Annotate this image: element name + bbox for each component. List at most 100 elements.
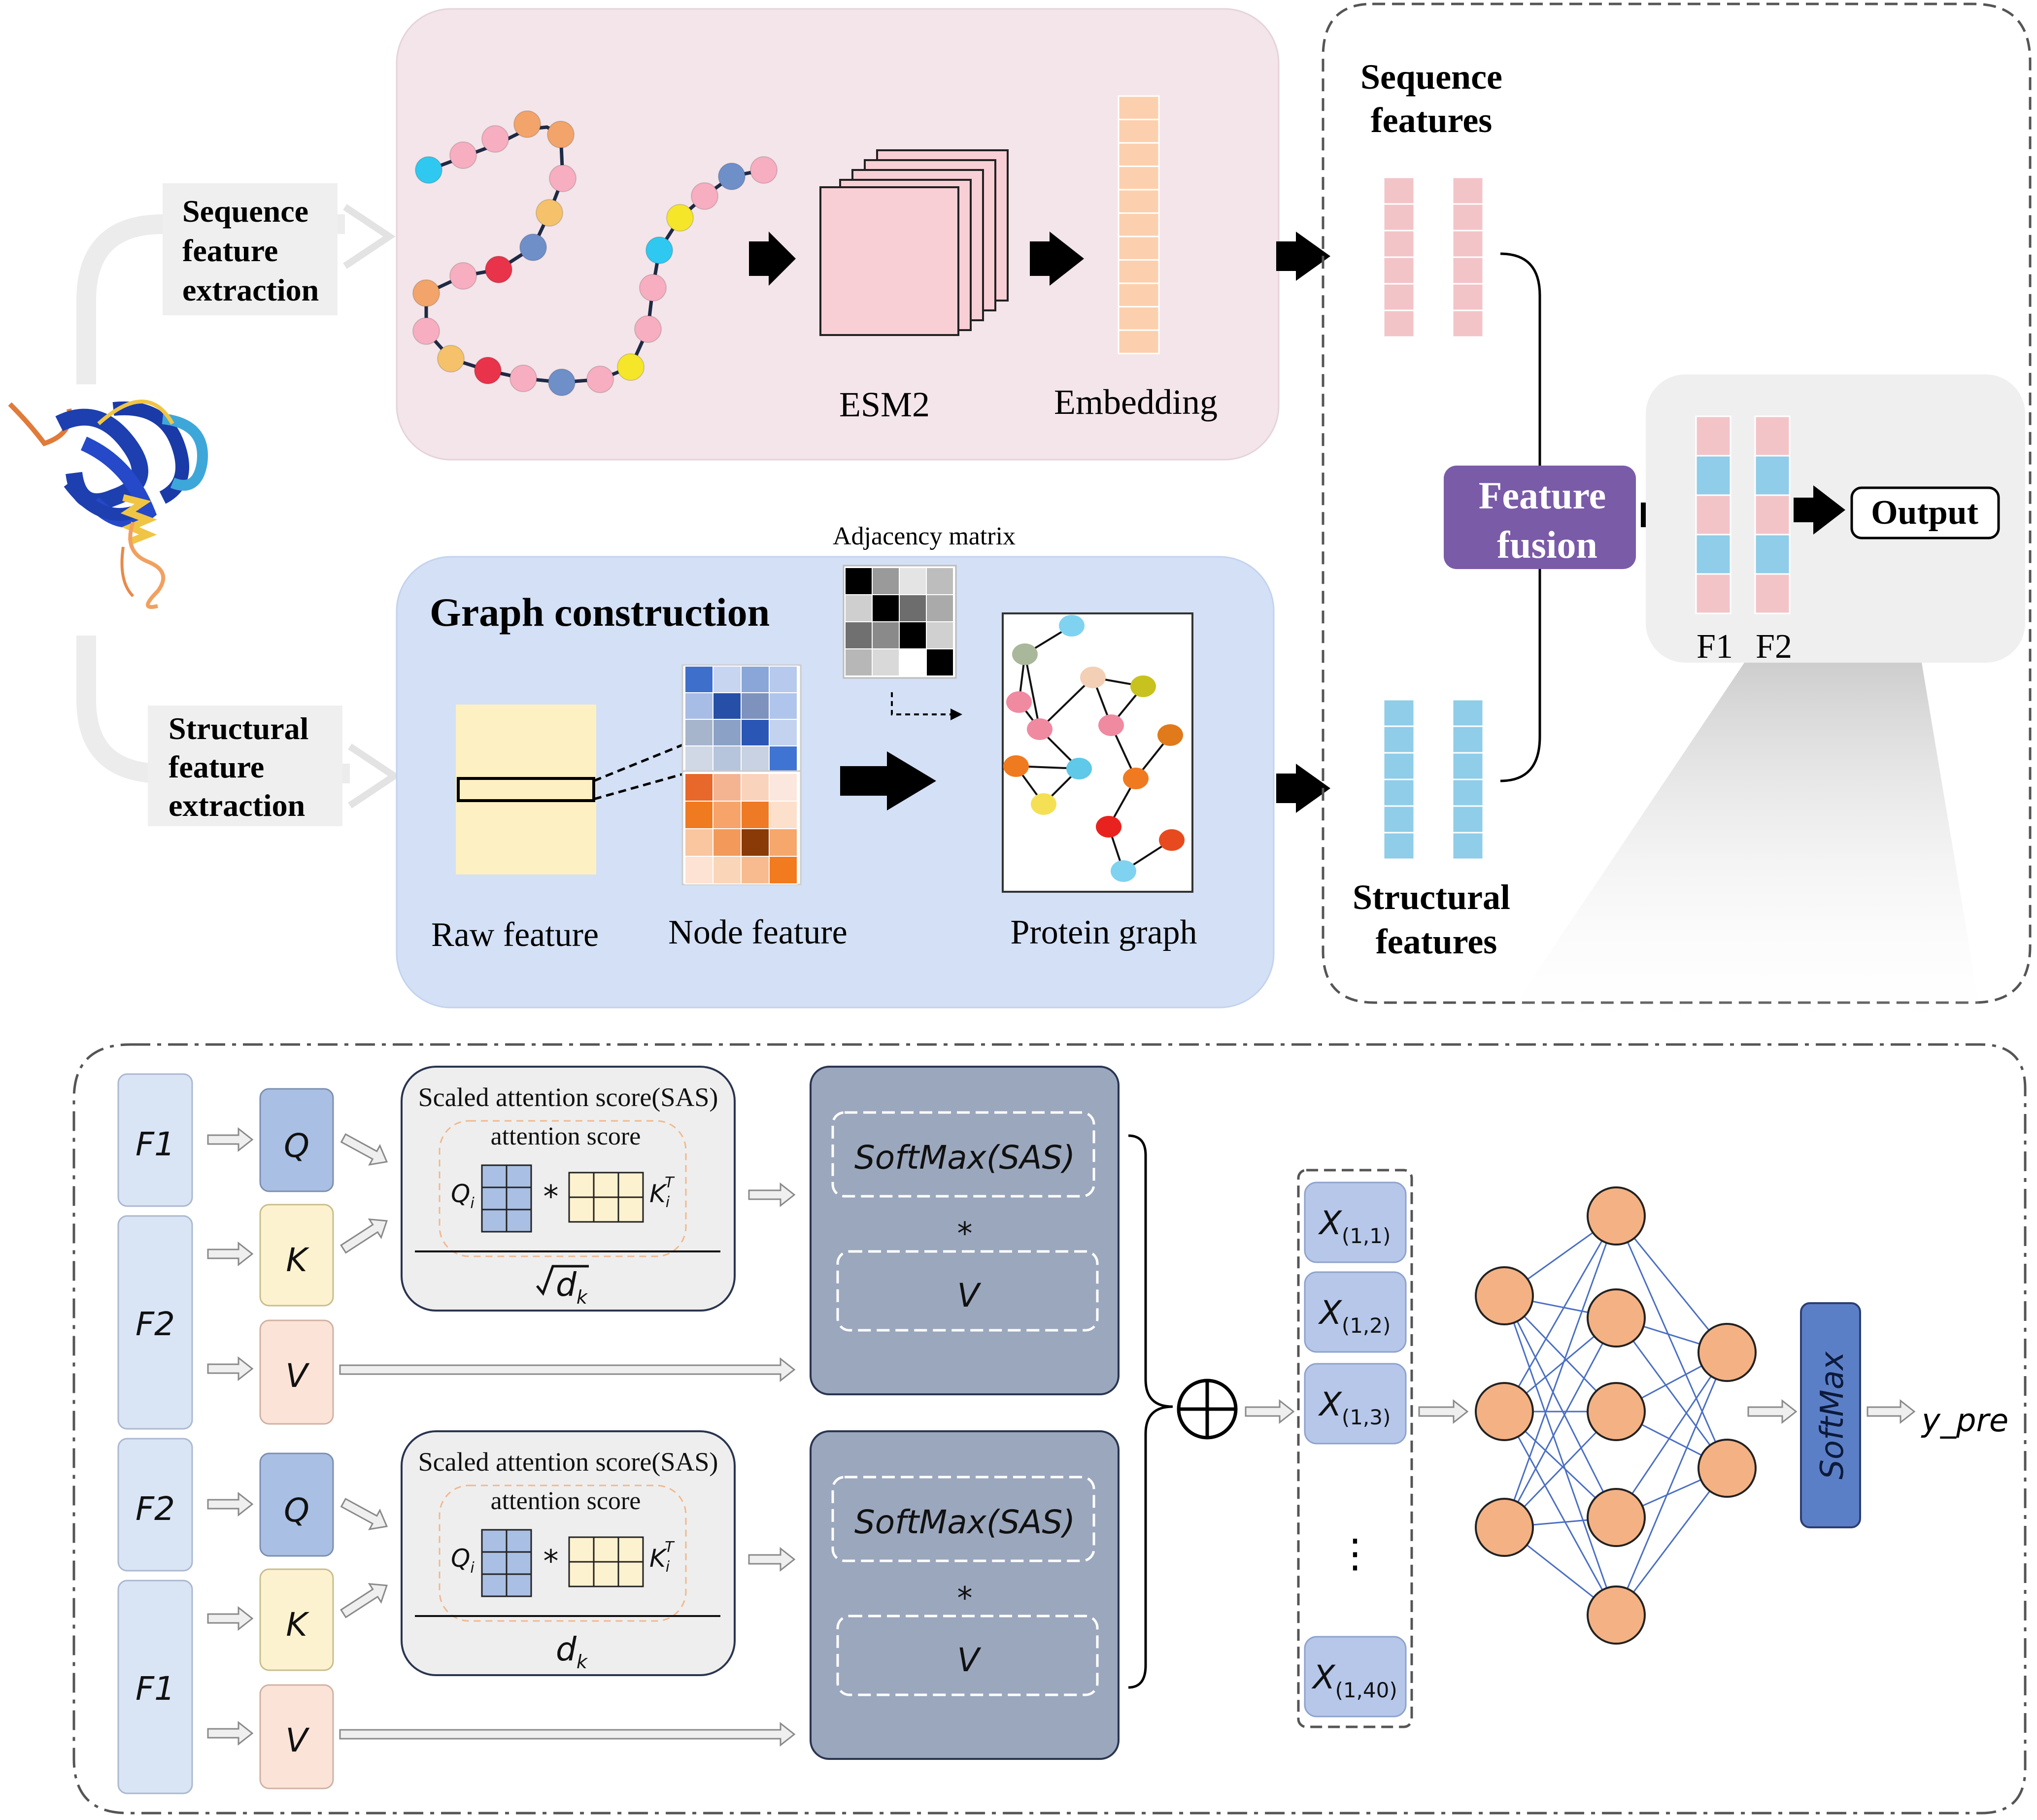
y-pre-label: y_pre: [1921, 1403, 2008, 1439]
sequence-feature-cell: [1383, 256, 1415, 285]
qi-subscript: i: [470, 1195, 475, 1212]
arrow-softmax-to-output: [1867, 1399, 1916, 1424]
graph-node: [1066, 758, 1092, 779]
embedding-cell: [1118, 212, 1160, 237]
node-feature-matrix: [681, 664, 802, 885]
node-cell-orange: [769, 828, 798, 857]
graph-node: [1080, 667, 1106, 688]
graph-node: [1059, 615, 1085, 637]
k-label: K: [286, 1606, 309, 1644]
node-cell-blue: [684, 719, 713, 746]
arrow-sas-to-softmax: [748, 1547, 796, 1572]
sequence-features-line-2: features: [1371, 101, 1493, 140]
structural-feature-cell: [1452, 778, 1484, 807]
arrow-to-output: [1794, 485, 1845, 535]
arrow-sas-to-softmax: [748, 1182, 796, 1208]
nn-edge: [1503, 1215, 1617, 1528]
projection-line-bottom: [593, 772, 685, 801]
arrow-mlp-to-softmax: [1747, 1399, 1798, 1424]
v-inner-label: V: [957, 1277, 981, 1314]
nn-edge: [1615, 1468, 1728, 1616]
sequence-flow-arrow: [76, 214, 345, 384]
v-inner-frame: [836, 1615, 1099, 1696]
node-cell-blue: [741, 692, 770, 720]
amino-acid-bead: [519, 234, 547, 261]
sequence-feature-cell: [1452, 203, 1484, 232]
sequence-feature-cell: [1383, 230, 1415, 258]
ki-superscript: T: [665, 1539, 675, 1556]
nn-node: [1587, 1186, 1646, 1246]
nn-edge: [1615, 1352, 1728, 1616]
amino-acid-bead: [474, 357, 502, 384]
input-a-box: [117, 1438, 193, 1572]
arrow-fa-to-q: [207, 1491, 254, 1517]
sqrt-symbol: [536, 1265, 589, 1296]
f1-f2-bars: [1695, 415, 1791, 614]
node-cell-orange: [741, 856, 770, 884]
graph-node: [1003, 755, 1029, 777]
feature-fusion-line-2: fusion: [1497, 523, 1597, 566]
ki-superscript: T: [665, 1174, 675, 1191]
times-symbol: *: [543, 1543, 559, 1579]
sequence-feature-cell: [1452, 256, 1484, 285]
amino-acid-bead: [666, 204, 694, 232]
graph-node: [1006, 691, 1032, 713]
adjacency-cell: [845, 648, 873, 676]
x-item-subscript: (1,40): [1335, 1678, 1397, 1702]
softmax-box: [810, 1066, 1120, 1395]
amino-acid-bead: [691, 182, 718, 210]
nn-edge: [1503, 1317, 1617, 1528]
graph-edge: [1024, 654, 1041, 730]
node-cell-orange: [713, 828, 742, 857]
f-bar-cell: [1754, 415, 1791, 457]
v-label: V: [285, 1357, 309, 1395]
graph-node: [1098, 714, 1124, 736]
amino-acid-beads: [412, 110, 778, 396]
softmax-vertical-box: [1800, 1302, 1861, 1528]
x-item-box: [1304, 1636, 1407, 1718]
node-cell-orange: [741, 801, 770, 829]
protein-graph-label: Protein graph: [1010, 913, 1197, 951]
f1-f2-region: [1646, 374, 2025, 663]
sequence-flow-arrowhead: [343, 204, 396, 269]
structural-feature-cell: [1383, 778, 1415, 807]
nn-edge: [1615, 1352, 1728, 1518]
arrow-v-to-softmax: [339, 1357, 796, 1382]
graph-node: [1096, 816, 1121, 838]
node-cell-blue: [684, 666, 713, 693]
embedding-cell: [1118, 142, 1160, 167]
x-item-box: [1304, 1181, 1407, 1263]
embedding-vector: [1118, 95, 1160, 354]
structural-feature-cell: [1383, 832, 1415, 860]
embedding-cell: [1118, 119, 1160, 144]
node-cell-blue: [713, 745, 742, 773]
sequence-features-line-1: Sequence: [1360, 57, 1502, 97]
adjacency-cell: [926, 648, 954, 676]
adjacency-matrix: [843, 565, 957, 679]
amino-acid-bead: [548, 369, 576, 396]
node-cell-orange: [684, 801, 713, 829]
graph-node: [1012, 643, 1038, 665]
arrow-fb-to-v: [207, 1720, 254, 1746]
ki-subscript: i: [666, 1194, 670, 1211]
esm2-stack: [819, 149, 1009, 336]
amino-acid-bead: [549, 165, 577, 192]
graph-node: [1123, 768, 1149, 789]
input-b-box: [117, 1215, 193, 1430]
node-feature-label: Node feature: [668, 913, 847, 951]
protein-structure-image: [8, 400, 208, 609]
embedding-cell: [1118, 189, 1160, 214]
amino-acid-bead: [634, 315, 662, 343]
adjacency-cell: [926, 621, 954, 649]
node-cell-orange: [769, 856, 798, 884]
arrow-q-to-sas: [340, 1498, 388, 1530]
embedding-cell: [1118, 259, 1160, 284]
node-cell-orange: [684, 773, 713, 802]
structural-feature-cell: [1383, 699, 1415, 727]
softmax-label: SoftMax(SAS): [854, 1503, 1075, 1541]
amino-acid-bead: [485, 256, 512, 283]
adjacency-matrix-label: Adjacency matrix: [833, 522, 1016, 550]
sequence-extraction-line-2: feature: [182, 233, 278, 268]
x-vector-items: X(1,1)X(1,2)X(1,3)X(1,40): [1304, 1181, 1407, 1718]
